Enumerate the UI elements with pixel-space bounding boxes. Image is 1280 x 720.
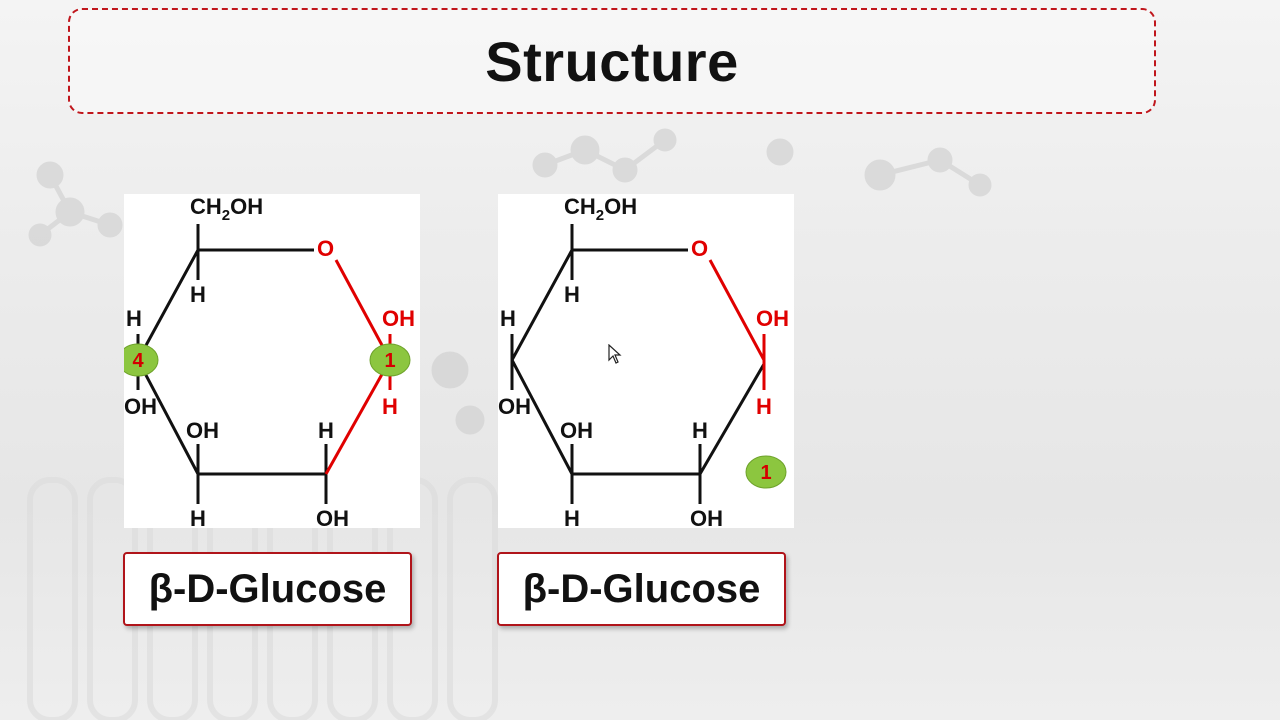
beta-glucose-structure-1: CH2OH O H H OH OH H OH H H OH 4 1 [124,194,415,528]
c2-oh-label: OH [690,506,723,528]
c5-h-label: H [564,282,580,307]
bond-c4-c3 [510,359,574,475]
carbon-4-badge [124,343,159,377]
c1-oh-label: OH [756,306,789,331]
slide-title: Structure [485,29,739,93]
c2-h-label: H [318,418,334,443]
structure-panel-1: CH2OH O H H OH OH H OH H H OH 4 1 [124,194,420,528]
beta-glucose-structure-2: CH2OH O H H OH OH H OH H H OH 1 [498,194,789,528]
structure-name-1: β-D-Glucose [148,566,387,611]
title-banner: Structure [68,8,1156,114]
c5-h-label: H [190,282,206,307]
c3-h-label: H [190,506,206,528]
bond-c5-c4 [510,249,574,361]
carbon-4-badge-text: 4 [132,350,144,372]
mouse-pointer-icon [608,344,622,364]
structure-name-2: β-D-Glucose [522,566,761,611]
bond-c1-c2 [698,363,766,475]
c3-oh-label: OH [560,418,593,443]
bond-c1-c2 [324,359,392,475]
ring-oxygen-label: O [317,236,334,261]
c4-oh-label: OH [124,394,157,419]
carbon-1-badge [369,343,411,377]
c3-oh-label: OH [186,418,219,443]
bond-c4-c3 [136,359,200,475]
carbon-1-badge-text: 1 [384,350,395,372]
c4-h-label: H [126,306,142,331]
carbon-1-badge-text: 1 [760,462,771,484]
c4-oh-label: OH [498,394,531,419]
c1-h-label: H [756,394,772,419]
c2-h-label: H [692,418,708,443]
c4-h-label: H [500,306,516,331]
bond-c5-c4 [136,249,200,361]
carbon-1-badge [745,455,787,489]
ring-oxygen-label: O [691,236,708,261]
bond-o-c1 [708,259,766,361]
structure-panel-2: CH2OH O H H OH OH H OH H H OH 1 [498,194,794,528]
structure-label-2: β-D-Glucose [497,552,786,626]
c3-h-label: H [564,506,580,528]
c2-oh-label: OH [316,506,349,528]
structure-label-1: β-D-Glucose [123,552,412,626]
c1-oh-label: OH [382,306,415,331]
c1-h-label: H [382,394,398,419]
ch2oh-label: CH2OH [190,194,263,224]
ch2oh-label: CH2OH [564,194,637,224]
bond-o-c1 [334,259,392,361]
